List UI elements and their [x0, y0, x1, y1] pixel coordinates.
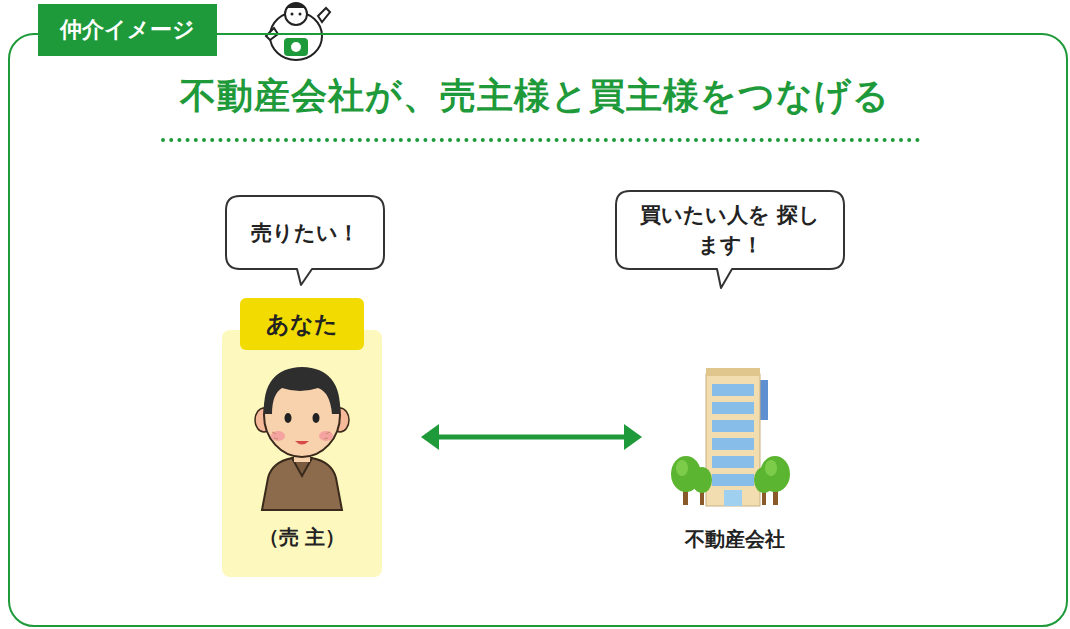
bubble-text: 買いたい人を 探します！	[615, 200, 845, 260]
double-arrow	[421, 424, 642, 450]
diagram-title: 不動産会社が、売主様と買主様をつなげる	[0, 72, 1070, 121]
seller-box: あなた （売 主）	[216, 298, 388, 577]
company-box: 不動産会社	[642, 350, 828, 560]
building-illustration	[671, 368, 790, 506]
bubble-text: 売りたい！	[225, 218, 385, 248]
frame-panel: 仲介イメージ売りたい！あなた（売 主）買いたい人を 探します！不動産会社	[8, 33, 1068, 627]
dotted-rule	[163, 138, 920, 142]
name-tag: あなた	[240, 298, 364, 350]
company-label: 不動産会社	[642, 526, 828, 553]
tab-heading: 仲介イメージ	[38, 4, 217, 56]
speech-bubble: 買いたい人を 探します！	[615, 190, 845, 290]
role-label: （売 主）	[216, 524, 388, 551]
speech-bubble: 売りたい！	[225, 195, 385, 287]
mascot-illustration	[266, 3, 330, 60]
person-illustration	[255, 367, 349, 510]
